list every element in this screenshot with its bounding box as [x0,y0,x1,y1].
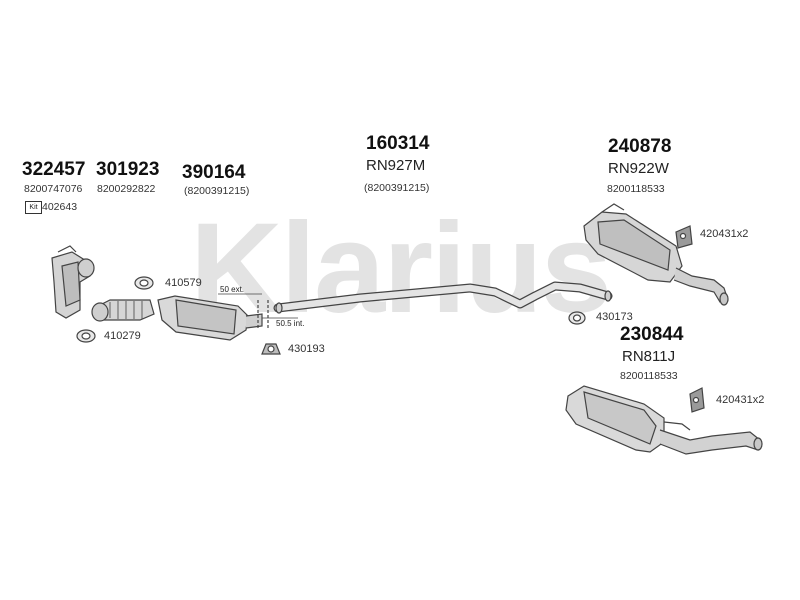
ref-rn922w: RN922W [608,160,669,177]
oem-number-230844: 8200118533 [620,370,678,382]
middle-pipe-160314[interactable] [273,281,613,314]
kit-number[interactable]: 402643 [42,201,78,213]
flange-410279[interactable] [76,329,96,343]
part-number-390164[interactable]: 390164 [182,162,246,183]
accessory-420431-bottom[interactable]: 420431x2 [716,394,765,406]
front-silencer-390164[interactable] [157,293,298,341]
dimension-ext: 50 ext. [220,285,245,294]
rear-silencer-240878[interactable] [583,203,729,306]
ref-rn927m: RN927M [366,157,426,174]
accessory-430173[interactable]: 430173 [596,311,633,323]
flex-pipe[interactable] [91,299,155,322]
mount-430193[interactable] [261,343,281,355]
part-number-322457[interactable]: 322457 [22,159,86,180]
part-number-230844[interactable]: 230844 [620,324,684,345]
accessory-420431-top[interactable]: 420431x2 [700,228,749,240]
kit-badge: Kit [25,201,42,214]
part-number-301923[interactable]: 301923 [96,159,160,180]
clamp-430173[interactable] [568,311,586,325]
oem-number-390164: (8200391215) [184,185,250,197]
rear-silencer-230844[interactable] [565,385,763,455]
ref-rn811j: RN811J [622,348,676,365]
hanger-420431-top[interactable] [675,225,693,249]
dimension-int: 50.5 int. [276,319,305,328]
accessory-410279[interactable]: 410279 [104,330,141,342]
hanger-420431-bottom[interactable] [689,387,705,413]
accessory-410579[interactable]: 410579 [165,277,202,289]
catalytic-converter[interactable] [51,245,95,319]
part-number-240878[interactable]: 240878 [608,136,672,157]
part-number-160314[interactable]: 160314 [366,133,430,154]
oem-number-160314: (8200391215) [364,182,430,194]
gasket-410579[interactable] [134,276,154,290]
oem-number-301923: 8200292822 [97,183,156,195]
oem-number-322457: 8200747076 [24,183,83,195]
accessory-430193[interactable]: 430193 [288,343,325,355]
oem-number-240878: 8200118533 [607,183,665,195]
